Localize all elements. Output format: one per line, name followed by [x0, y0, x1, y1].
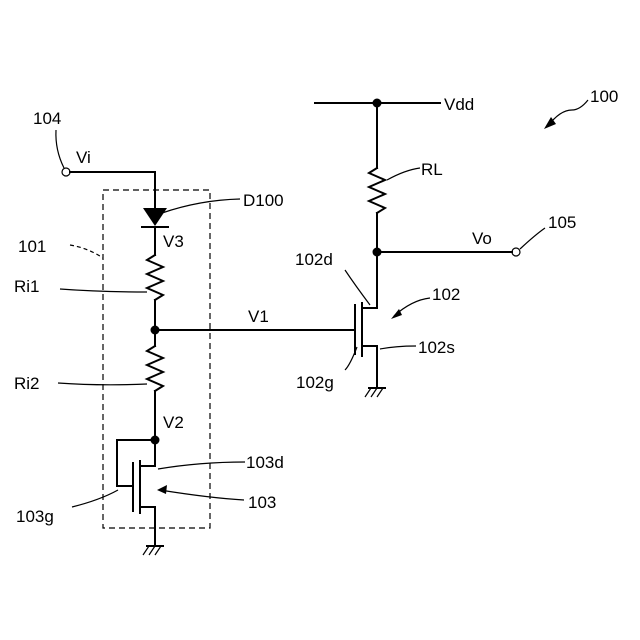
block-101-ref: 101: [18, 237, 46, 256]
block-101-outline: [103, 190, 210, 528]
gate-102-label: 102g: [296, 373, 334, 392]
ri2-leader: [58, 383, 147, 385]
transistor-103-arrowhead: [157, 485, 167, 494]
drain-102-label: 102d: [295, 250, 333, 269]
ground-103-hatch: [149, 546, 155, 555]
ground-103-hatch: [155, 546, 161, 555]
gate-103-leader: [72, 490, 118, 507]
rl-leader: [387, 168, 420, 180]
block-101-leader: [70, 245, 103, 258]
diode-ref: D100: [243, 191, 284, 210]
input-ref: 104: [33, 109, 61, 128]
ground-102-hatch: [365, 388, 371, 397]
transistor-103-ref: 103: [248, 493, 276, 512]
ri2-label: Ri2: [14, 374, 40, 393]
ri2-resistor: [147, 346, 163, 391]
input-terminal: [62, 168, 70, 176]
drain-103-leader: [158, 462, 245, 469]
input-ref-leader: [56, 130, 64, 168]
output-ref: 105: [548, 213, 576, 232]
drain-102-leader: [345, 270, 370, 305]
source-102-label: 102s: [418, 338, 455, 357]
v1-label: V1: [248, 307, 269, 326]
transistor-103-leader: [160, 490, 244, 500]
output-ref-leader: [520, 228, 545, 249]
drain-103-label: 103d: [246, 453, 284, 472]
ground-102-hatch: [377, 388, 383, 397]
output-terminal: [512, 248, 520, 256]
diode-leader: [162, 199, 240, 213]
ground-102-hatch: [371, 388, 377, 397]
v2-label: V2: [163, 413, 184, 432]
diode-d100: [143, 208, 167, 226]
ground-103-hatch: [143, 546, 149, 555]
ri1-resistor: [147, 255, 163, 300]
rl-resistor: [369, 168, 385, 213]
vo-label: Vo: [472, 229, 492, 248]
ri1-label: Ri1: [14, 277, 40, 296]
rl-label: RL: [421, 160, 443, 179]
gate-102-leader: [345, 347, 357, 370]
vi-label: Vi: [76, 148, 91, 167]
figure-ref: 100: [590, 87, 618, 106]
v3-label: V3: [163, 232, 184, 251]
vdd-label: Vdd: [444, 95, 474, 114]
transistor-102-ref: 102: [432, 285, 460, 304]
gate-103-label: 103g: [16, 507, 54, 526]
source-102-leader: [380, 346, 416, 349]
